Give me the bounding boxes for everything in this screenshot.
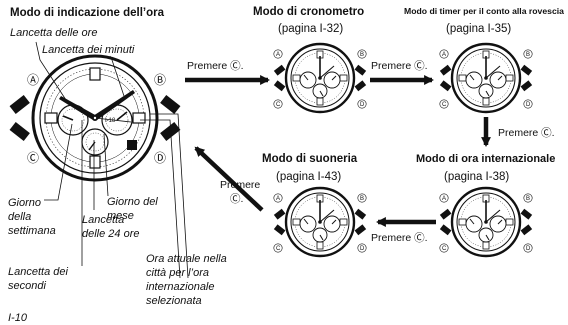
main-buttons: Ⓐ Ⓑ Ⓒ Ⓓ xyxy=(27,73,166,165)
button-b: Ⓑ xyxy=(154,73,166,87)
svg-text:Modo di cronometro: Modo di cronometro xyxy=(253,6,364,18)
svg-text:città per l’ora: città per l’ora xyxy=(146,267,209,279)
svg-text:internazionale: internazionale xyxy=(146,281,215,293)
svg-text:Modo di timer per il conto all: Modo di timer per il conto alla rovescia xyxy=(404,6,564,16)
arrow-cronometro-to-timer: Premere Ⓒ. xyxy=(370,60,434,85)
callout-lancetta-24: Lancetta delle 24 ore xyxy=(82,214,140,240)
svg-text:Ora attuale nella: Ora attuale nella xyxy=(146,253,227,265)
callout-giorno-mese: Giorno del mese xyxy=(107,196,158,222)
main-title: Modo di indicazione dell’ora xyxy=(10,7,165,19)
svg-text:(pagina I-38): (pagina I-38) xyxy=(444,171,509,183)
hour-hand xyxy=(59,96,97,120)
svg-text:settimana: settimana xyxy=(8,225,56,237)
mode-ora-internazionale: Modo di ora internazionale (pagina I-38) xyxy=(416,153,555,258)
page-number: I-10 xyxy=(8,312,28,324)
svg-text:Premere Ⓒ.: Premere Ⓒ. xyxy=(371,232,428,244)
mode-suoneria: Modo di suoneria (pagina I-43) xyxy=(262,153,368,258)
svg-text:Premere Ⓒ.: Premere Ⓒ. xyxy=(371,60,428,72)
svg-text:Premere: Premere xyxy=(220,179,260,191)
label-ore: Lancetta delle ore xyxy=(10,27,97,39)
button-d: Ⓓ xyxy=(154,151,166,165)
svg-text:Premere Ⓒ.: Premere Ⓒ. xyxy=(498,127,555,139)
mode-cronometro: Modo di cronometro (pagina I-32) xyxy=(253,6,368,114)
svg-text:Modo di suoneria: Modo di suoneria xyxy=(262,153,358,165)
svg-text:(pagina I-35): (pagina I-35) xyxy=(446,23,511,35)
svg-text:selezionata: selezionata xyxy=(146,295,202,307)
callout-ora-attuale: Ora attuale nella città per l’ora intern… xyxy=(146,253,227,307)
svg-text:Premere Ⓒ.: Premere Ⓒ. xyxy=(187,60,244,72)
button-c: Ⓒ xyxy=(27,151,39,165)
button-a: Ⓐ xyxy=(27,73,39,87)
svg-text:mese: mese xyxy=(107,210,134,222)
arrow-suoneria-to-main: Premere Ⓒ. xyxy=(194,146,264,212)
svg-text:delle 24 ore: delle 24 ore xyxy=(82,228,140,240)
svg-text:Giorno del: Giorno del xyxy=(107,196,158,208)
svg-text:Giorno: Giorno xyxy=(8,197,41,209)
main-watch: I-18 xyxy=(9,54,181,182)
callout-secondi: Lancetta dei secondi xyxy=(8,266,68,292)
arrow-timer-to-ora-int: Premere Ⓒ. xyxy=(481,117,555,147)
svg-text:della: della xyxy=(8,211,31,223)
svg-text:Lancetta: Lancetta xyxy=(82,214,124,226)
svg-text:Ⓒ.: Ⓒ. xyxy=(230,193,243,205)
svg-text:(pagina I-32): (pagina I-32) xyxy=(278,23,343,35)
dial-label: I-18 xyxy=(105,118,116,124)
arrow-ora-int-to-suoneria: Premere Ⓒ. xyxy=(371,217,436,244)
minute-hand xyxy=(93,90,135,120)
svg-text:(pagina I-43): (pagina I-43) xyxy=(276,171,341,183)
svg-text:Lancetta dei: Lancetta dei xyxy=(8,266,68,278)
svg-text:Modo di ora internazionale: Modo di ora internazionale xyxy=(416,153,555,165)
arrow-main-to-cronometro: Premere Ⓒ. xyxy=(185,60,270,85)
mode-timer: Modo di timer per il conto alla rovescia… xyxy=(404,6,564,114)
svg-text:secondi: secondi xyxy=(8,280,46,292)
label-minuti: Lancetta dei minuti xyxy=(42,44,135,56)
callout-giorno-settimana: Giorno della settimana xyxy=(8,197,56,237)
